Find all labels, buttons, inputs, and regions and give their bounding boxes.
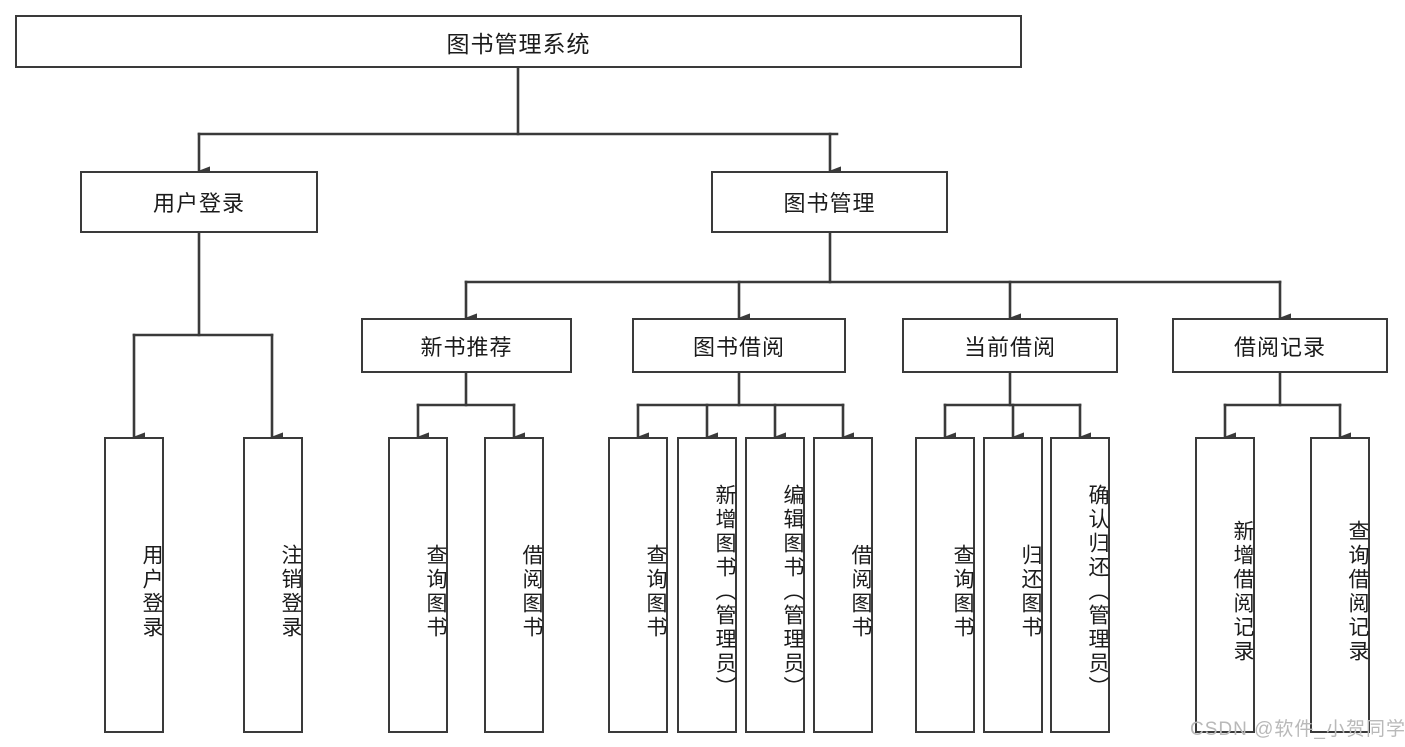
leaf-add-book[interactable]: 新增图书（管理员） xyxy=(677,437,737,733)
leaf-query-book-2[interactable]: 查询图书 xyxy=(608,437,668,733)
node-book-borrow[interactable]: 图书借阅 xyxy=(632,318,846,373)
leaf-return-book[interactable]: 归还图书 xyxy=(983,437,1043,733)
leaf-query-book-3[interactable]: 查询图书 xyxy=(915,437,975,733)
node-new-book-recommend[interactable]: 新书推荐 xyxy=(361,318,572,373)
leaf-confirm-return[interactable]: 确认归还（管理员） xyxy=(1050,437,1110,733)
node-book-management[interactable]: 图书管理 xyxy=(711,171,948,233)
leaf-edit-book[interactable]: 编辑图书（管理员） xyxy=(745,437,805,733)
node-current-borrow[interactable]: 当前借阅 xyxy=(902,318,1118,373)
leaf-query-book-1[interactable]: 查询图书 xyxy=(388,437,448,733)
leaf-logout-login[interactable]: 注销登录 xyxy=(243,437,303,733)
leaf-user-login[interactable]: 用户登录 xyxy=(104,437,164,733)
node-borrow-record[interactable]: 借阅记录 xyxy=(1172,318,1388,373)
leaf-borrow-book-1[interactable]: 借阅图书 xyxy=(484,437,544,733)
leaf-query-record[interactable]: 查询借阅记录 xyxy=(1310,437,1370,733)
leaf-borrow-book-2[interactable]: 借阅图书 xyxy=(813,437,873,733)
node-user-login[interactable]: 用户登录 xyxy=(80,171,318,233)
node-root-system[interactable]: 图书管理系统 xyxy=(15,15,1022,68)
leaf-add-record[interactable]: 新增借阅记录 xyxy=(1195,437,1255,733)
